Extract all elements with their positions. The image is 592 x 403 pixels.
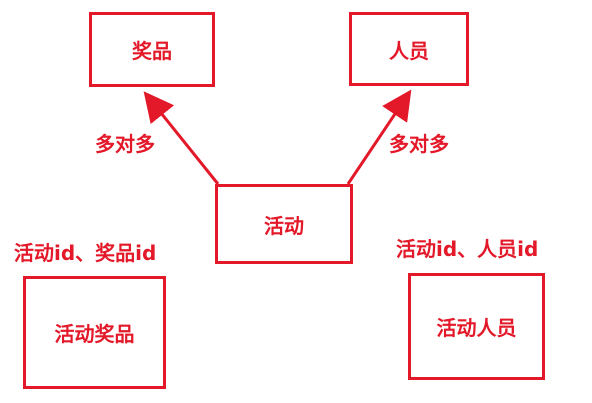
join-table-activity-person-label: 活动人员 bbox=[436, 316, 517, 340]
arrow-activity-to-prize bbox=[143, 91, 220, 185]
relation-label-activity-prize: 多对多 bbox=[95, 132, 155, 156]
join-table-activity-prize-label: 活动奖品 bbox=[54, 322, 135, 346]
join-table-activity-prize-box: 活动奖品 bbox=[23, 276, 166, 389]
entity-activity-label: 活动 bbox=[264, 213, 304, 238]
entity-activity-box: 活动 bbox=[215, 184, 353, 264]
join-fields-activity-prize: 活动id、奖品id bbox=[14, 241, 157, 265]
join-table-activity-person-box: 活动人员 bbox=[408, 273, 545, 380]
entity-prize-label: 奖品 bbox=[132, 39, 172, 63]
join-fields-activity-person: 活动id、人员id bbox=[396, 237, 539, 261]
entity-prize-box: 奖品 bbox=[89, 12, 215, 87]
entity-person-label: 人员 bbox=[389, 38, 429, 63]
entity-person-box: 人员 bbox=[349, 12, 469, 86]
relation-label-activity-person: 多对多 bbox=[389, 132, 449, 156]
arrow-activity-to-person bbox=[346, 89, 412, 185]
